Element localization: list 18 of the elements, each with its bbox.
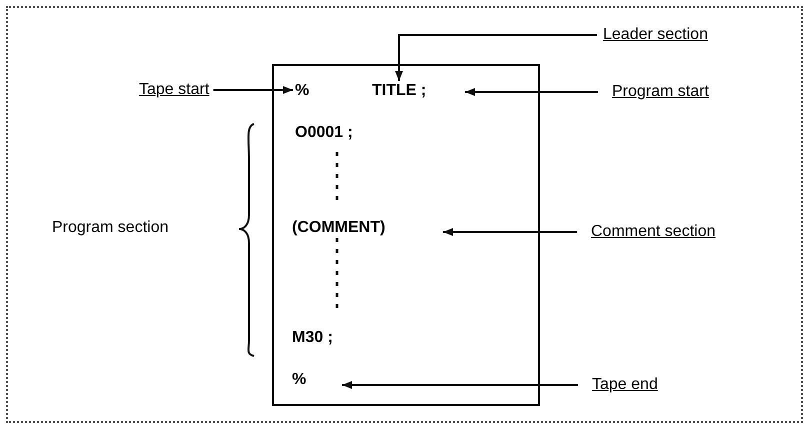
- arrow: [213, 86, 293, 94]
- arrow: [465, 88, 598, 96]
- arrow: [342, 381, 578, 389]
- callout-label: Tape end: [592, 376, 658, 394]
- callout-label: Tape start: [139, 81, 210, 99]
- callout-label: Program start: [612, 83, 709, 101]
- section-label: Program section: [52, 219, 168, 237]
- program-line: %: [292, 371, 341, 389]
- arrow: [443, 228, 577, 236]
- program-line: %: [295, 82, 310, 100]
- arrow: [395, 34, 597, 81]
- program-line: O0001 ;: [295, 124, 353, 142]
- tape-box: [272, 64, 540, 406]
- program-line: (COMMENT): [292, 219, 442, 237]
- callout-label: Leader section: [603, 26, 708, 44]
- program-line: TITLE ;: [372, 82, 464, 100]
- callout-label: Comment section: [591, 223, 716, 241]
- program-line: M30 ;: [292, 329, 333, 347]
